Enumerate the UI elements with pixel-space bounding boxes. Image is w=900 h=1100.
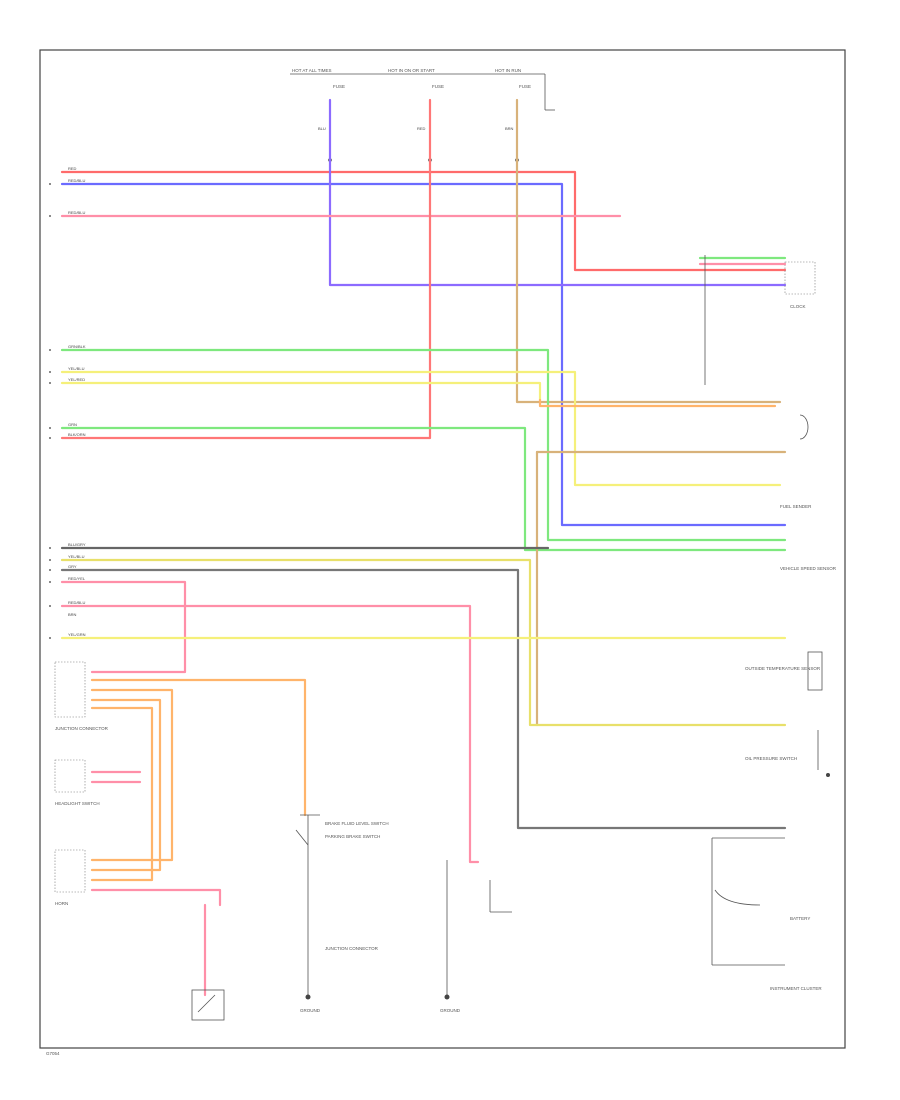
oil-pressure-switch-label: OIL PRESSURE SWITCH [745, 756, 797, 761]
instrument-cluster-label: INSTRUMENT CLUSTER [770, 986, 822, 991]
headlight-switch-label: HEADLIGHT SWITCH [55, 801, 100, 806]
outside-temp-sensor-label: OUTSIDE TEMPERATURE SENSOR [745, 666, 821, 671]
wire-label: GRY [68, 564, 77, 569]
wire-label: YEL/RED [68, 377, 85, 382]
parking-brake-switch-label: PARKING BRAKE SWITCH [325, 834, 380, 839]
wire-label: GRN [68, 422, 77, 427]
ground-label-2: GROUND [440, 1008, 461, 1013]
wire-label: RED/BLU [68, 178, 85, 183]
wire-label: YEL/GRN [68, 632, 86, 637]
horn-label: HORN [55, 901, 68, 906]
wire-label: BLK/ORN [68, 432, 86, 437]
junction-connector-label: JUNCTION CONNECTOR [55, 726, 109, 731]
wire-label: GRN/BLK [68, 344, 86, 349]
wire-label: RED [68, 166, 77, 171]
wire-label: BRN [68, 612, 77, 617]
footer-code: G7054 [46, 1051, 60, 1056]
left-wire-labels: RED RED/BLU RED/BLU GRN/BLK YEL/BLU YEL/… [49, 166, 86, 639]
svg-text:RED: RED [417, 126, 426, 131]
ground-label-1: GROUND [300, 1008, 321, 1013]
junction-connector-label-2: JUNCTION CONNECTOR [325, 946, 379, 951]
fuse-block-1: FUSE [333, 84, 345, 89]
fuel-sender-label: FUEL SENDER [780, 504, 812, 509]
vehicle-speed-sensor-label: VEHICLE SPEED SENSOR [780, 566, 837, 571]
fuse-label-1: HOT AT ALL TIMES [292, 68, 332, 73]
wire-label: RED/BLU [68, 600, 85, 605]
fuse-label-3: HOT IN RUN [495, 68, 521, 73]
fuse-label-2: HOT IN ON OR START [388, 68, 435, 73]
wires [60, 98, 787, 997]
svg-text:BRN: BRN [505, 126, 514, 131]
fuse-block-3: FUSE [519, 84, 531, 89]
wire-label: BLU/GRY [68, 542, 86, 547]
fuse-block-2: FUSE [432, 84, 444, 89]
clock-label: CLOCK [790, 304, 806, 309]
bottom-components: BRAKE FLUID LEVEL SWITCH PARKING BRAKE S… [295, 814, 512, 1013]
diagram-frame [39, 49, 846, 1049]
brake-fluid-switch-label: BRAKE FLUID LEVEL SWITCH [325, 821, 389, 826]
wire-label: YEL/BLU [68, 554, 85, 559]
wire-label: YEL/BLU [68, 366, 85, 371]
wire-label: RED/YEL [68, 576, 86, 581]
battery-label: BATTERY [790, 916, 810, 921]
left-components: JUNCTION CONNECTOR HEADLIGHT SWITCH HORN [54, 661, 225, 1021]
wire-label: RED/BLU [68, 210, 85, 215]
right-components: CLOCK FUEL SENDER VEHICLE SPEED SENSOR O… [698, 255, 837, 991]
svg-text:BLU: BLU [318, 126, 326, 131]
